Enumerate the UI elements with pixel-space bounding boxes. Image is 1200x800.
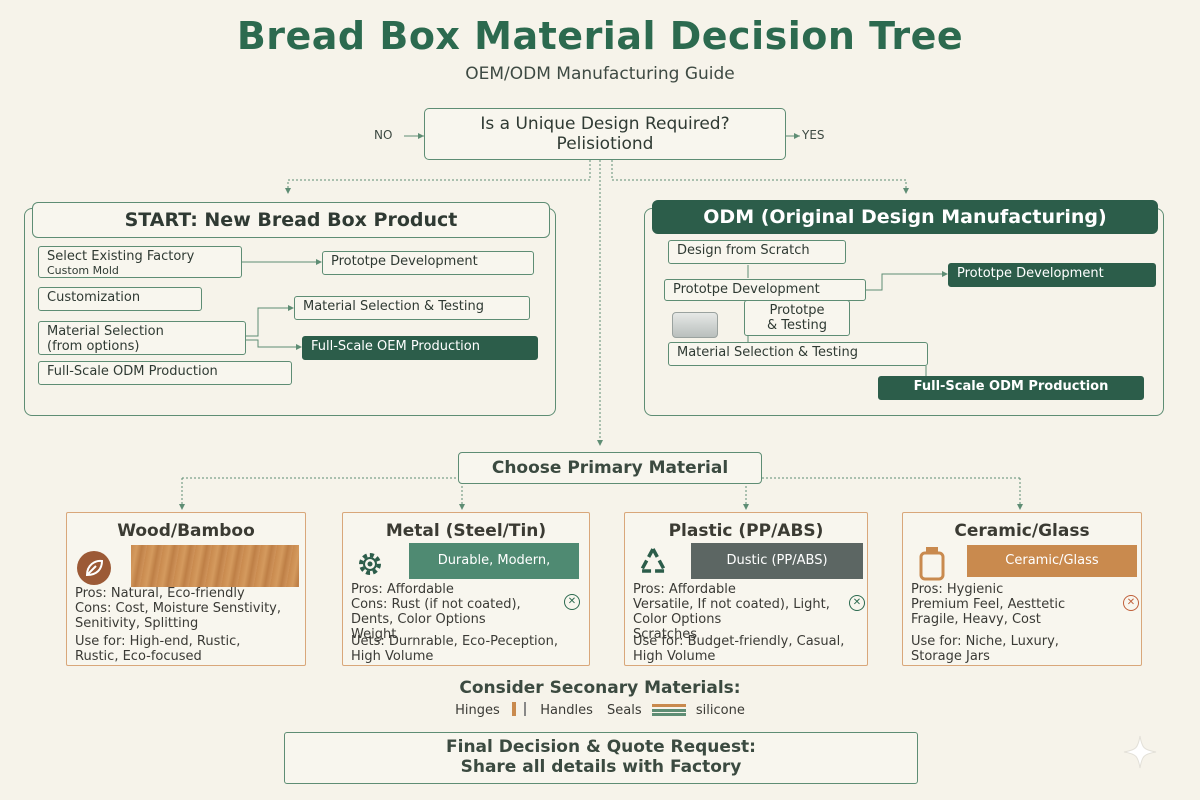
wood-line: Pros: Natural, Eco-friendly — [75, 586, 245, 601]
select-factory-label: Select Existing Factory — [47, 249, 195, 264]
custom-mold-label: Custom Mold — [47, 263, 119, 277]
hinges-label: Hinges — [455, 703, 500, 718]
odm-title[interactable]: ODM (Original Design Manufacturing) — [652, 200, 1158, 234]
prototype-testing-node[interactable]: Prototpe & Testing — [744, 300, 850, 336]
oem-full-scale-odm-node[interactable]: Full-Scale ODM Production — [38, 361, 292, 385]
customization-node[interactable]: Customization — [38, 287, 202, 311]
wood-card[interactable]: Wood/Bamboo Pros: Natural, Eco-friendly … — [66, 512, 306, 666]
ceramic-line: Fragile, Heavy, Cost — [911, 611, 1041, 627]
metal-line: Cons: Rust (if not coated), — [351, 596, 521, 612]
handles-label: Handles — [540, 703, 593, 718]
plastic-line: Color Options — [633, 611, 722, 627]
silicone-icon — [651, 704, 686, 716]
gear-icon — [353, 547, 387, 581]
oem-prototype-node[interactable]: Prototpe Development — [322, 251, 534, 275]
plastic-card[interactable]: Plastic (PP/ABS) Dustic (PP/ABS) Pros: A… — [624, 512, 868, 666]
oem-title[interactable]: START: New Bread Box Product — [32, 202, 550, 238]
silicone-label: silicone — [695, 703, 745, 718]
question-node[interactable]: Is a Unique Design Required? Pelisiotion… — [424, 108, 786, 160]
metal-banner: Durable, Modern, — [409, 543, 579, 579]
ceramic-line: Premium Feel, Aesttetic — [911, 596, 1066, 612]
ceramic-use: Use for: Niche, Luxury, — [911, 634, 1059, 649]
plastic-line: Versatile, If not coated), Light, — [633, 596, 830, 612]
prototype-testing-line2: & Testing — [767, 317, 827, 333]
oem-material-testing-node[interactable]: Material Selection & Testing — [294, 296, 530, 320]
material-selection-sub: (from options) — [47, 338, 140, 354]
no-label: NO — [374, 128, 393, 142]
wood-banner — [131, 545, 299, 587]
wood-title: Wood/Bamboo — [117, 521, 255, 541]
leaf-icon — [77, 551, 111, 585]
prototype-testing-line1: Prototpe — [769, 303, 825, 318]
material-selection-label: Material Selection — [47, 324, 164, 339]
secondary-title: Consider Seconary Materials: — [459, 678, 741, 698]
ceramic-title: Ceramic/Glass — [954, 521, 1090, 541]
cross-icon: ✕ — [564, 594, 580, 610]
metal-card[interactable]: Metal (Steel/Tin) Durable, Modern, Pros:… — [342, 512, 590, 666]
ceramic-use: Storage Jars — [911, 648, 990, 664]
metal-title: Metal (Steel/Tin) — [385, 521, 547, 541]
plastic-use: High Volume — [633, 648, 716, 664]
choose-material-node[interactable]: Choose Primary Material — [458, 452, 762, 484]
full-scale-oem-node[interactable]: Full-Scale OEM Production — [302, 336, 538, 360]
final-line2: Share all details with Factory — [460, 756, 742, 777]
cross-icon: ✕ — [849, 595, 865, 611]
cross-icon: ✕ — [1123, 595, 1139, 611]
divider-icon — [524, 702, 527, 716]
secondary-row: Hinges Handles Seals silicone — [0, 702, 1200, 718]
wood-line: Senitivity, Splitting — [75, 615, 199, 631]
metal-use: Uets: Durnrable, Eco-Peception, — [351, 634, 558, 649]
metal-use: High Volume — [351, 648, 434, 664]
odm-prototype-dark-node[interactable]: Prototpe Development — [948, 263, 1156, 287]
yes-label: YES — [802, 128, 825, 142]
plastic-line: Scratches — [633, 626, 697, 642]
select-factory-node[interactable]: Select Existing Factory Custom Mold — [38, 246, 242, 278]
question-line2: Pelisiotiond — [556, 133, 654, 154]
seals-label: Seals — [607, 703, 642, 718]
odm-material-testing-node[interactable]: Material Selection & Testing — [668, 342, 928, 366]
jar-icon — [917, 545, 947, 583]
page-subtitle: OEM/ODM Manufacturing Guide — [465, 64, 735, 84]
plastic-use: Use for: Budget-friendly, Casual, — [633, 634, 845, 649]
plastic-title: Plastic (PP/ABS) — [668, 521, 824, 541]
wood-line: Cons: Cost, Moisture Senstivity, — [75, 600, 282, 616]
ceramic-card[interactable]: Ceramic/Glass Ceramic/Glass Pros: Hygien… — [902, 512, 1142, 666]
question-line1: Is a Unique Design Required? — [480, 114, 730, 134]
final-line1: Final Decision & Quote Request: — [446, 737, 756, 757]
design-scratch-node[interactable]: Design from Scratch — [668, 240, 846, 264]
page-title: Bread Box Material Decision Tree — [236, 14, 964, 58]
metal-line: Dents, Color Options — [351, 611, 486, 627]
plastic-line: Pros: Affordable — [633, 582, 736, 597]
hinge-icon — [511, 702, 516, 716]
wood-use: Use for: High-end, Rustic, — [75, 634, 241, 649]
full-scale-odm-node[interactable]: Full-Scale ODM Production — [878, 376, 1144, 400]
plastic-banner: Dustic (PP/ABS) — [691, 543, 863, 579]
odm-prototype-node[interactable]: Prototpe Development — [664, 279, 866, 301]
ceramic-line: Pros: Hygienic — [911, 582, 1004, 597]
metal-line: Weight — [351, 626, 397, 642]
sparkle-icon — [1122, 734, 1158, 770]
ceramic-banner: Ceramic/Glass — [967, 545, 1137, 577]
recycle-icon — [635, 545, 671, 579]
metal-line: Pros: Affordable — [351, 582, 454, 597]
wood-use: Rustic, Eco-focused — [75, 648, 202, 664]
final-decision-node[interactable]: Final Decision & Quote Request: Share al… — [284, 732, 918, 784]
material-selection-node[interactable]: Material Selection (from options) — [38, 321, 246, 355]
breadbox-icon — [672, 312, 718, 338]
